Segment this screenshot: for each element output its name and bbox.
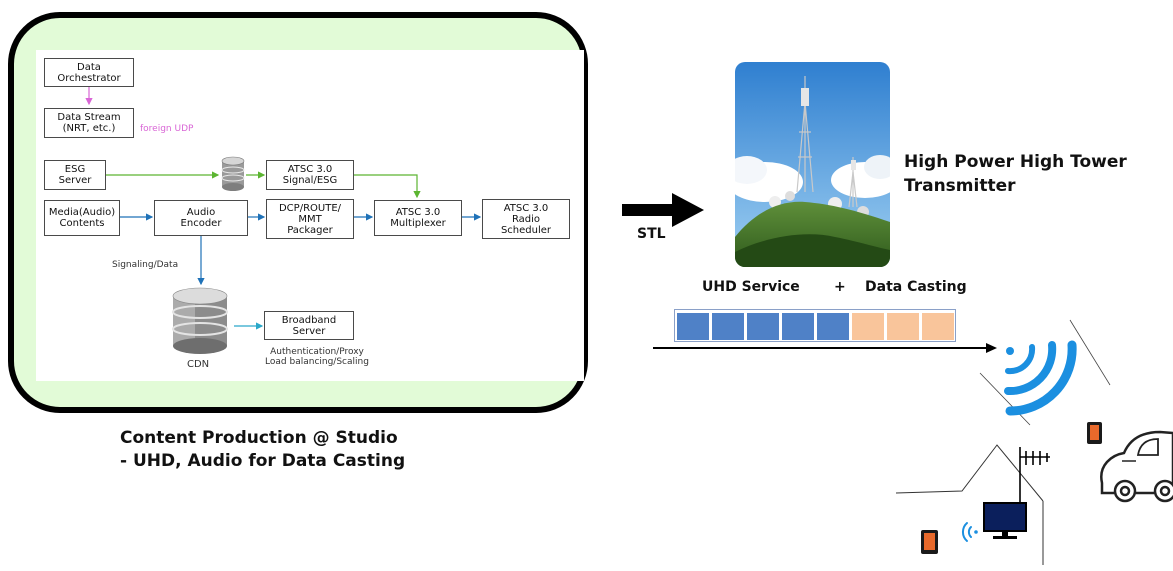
data-packet [921, 312, 955, 341]
uhd-service-label: UHD Service [702, 279, 800, 295]
plus-sign: + [834, 279, 846, 295]
diagram-connectors [85, 87, 482, 354]
broadband-details-label: Authentication/Proxy Load balancing/Scal… [265, 347, 369, 367]
wireless-signal-icon [1004, 340, 1077, 416]
audio-encoder-block: Audio Encoder [154, 200, 248, 236]
transmitter-title: High Power High Tower Transmitter [904, 152, 1127, 196]
data-stream-block: Data Stream (NRT, etc.) [44, 108, 134, 138]
packet-stream [674, 309, 956, 342]
stl-label: STL [637, 226, 666, 242]
studio-caption: Content Production @ Studio - UHD, Audio… [120, 428, 406, 471]
signaling-data-label: Signaling/Data [112, 260, 179, 270]
media-contents-block: Media(Audio) Contents [44, 200, 120, 236]
radio-scheduler-block: ATSC 3.0 Radio Scheduler [482, 199, 570, 239]
data-orchestrator-block: Data Orchestrator [44, 58, 134, 87]
tablet-icon [921, 530, 938, 554]
foreign-udp-label: foreign UDP [140, 124, 194, 134]
studio-block-diagram: Data Orchestrator Data Stream (NRT, etc.… [36, 50, 584, 381]
broadband-server-block: Broadband Server [264, 311, 354, 340]
uhd-packet [711, 312, 745, 341]
coverage-line [979, 372, 1031, 426]
car-tablet-icon [1087, 422, 1102, 444]
coverage-line [1069, 319, 1111, 386]
cdn-database-icon [172, 287, 228, 354]
data-casting-label: Data Casting [865, 279, 967, 295]
uhd-packet [746, 312, 780, 341]
database-icon [221, 156, 245, 191]
cdn-label: CDN [187, 359, 210, 370]
house-outline [895, 444, 1044, 502]
uhd-packet [676, 312, 710, 341]
multiplexer-block: ATSC 3.0 Multiplexer [374, 200, 462, 236]
signal-to-mux-arrow [354, 174, 421, 199]
data-packet [851, 312, 885, 341]
car-icon [1100, 430, 1173, 503]
broadcast-scene [653, 319, 1173, 565]
atsc-signal-esg-block: ATSC 3.0 Signal/ESG [266, 160, 354, 190]
transmitter-tower-photo [735, 62, 890, 267]
broadcast-arrow-head [986, 343, 997, 353]
stl-arrow [622, 193, 704, 227]
uhd-packet [781, 312, 815, 341]
packager-block: DCP/ROUTE/ MMT Packager [266, 199, 354, 239]
tv-icon [983, 502, 1027, 539]
esg-server-block: ESG Server [44, 160, 106, 190]
indoor-wifi-icon [961, 522, 978, 542]
uhd-packet [816, 312, 850, 341]
data-packet [886, 312, 920, 341]
